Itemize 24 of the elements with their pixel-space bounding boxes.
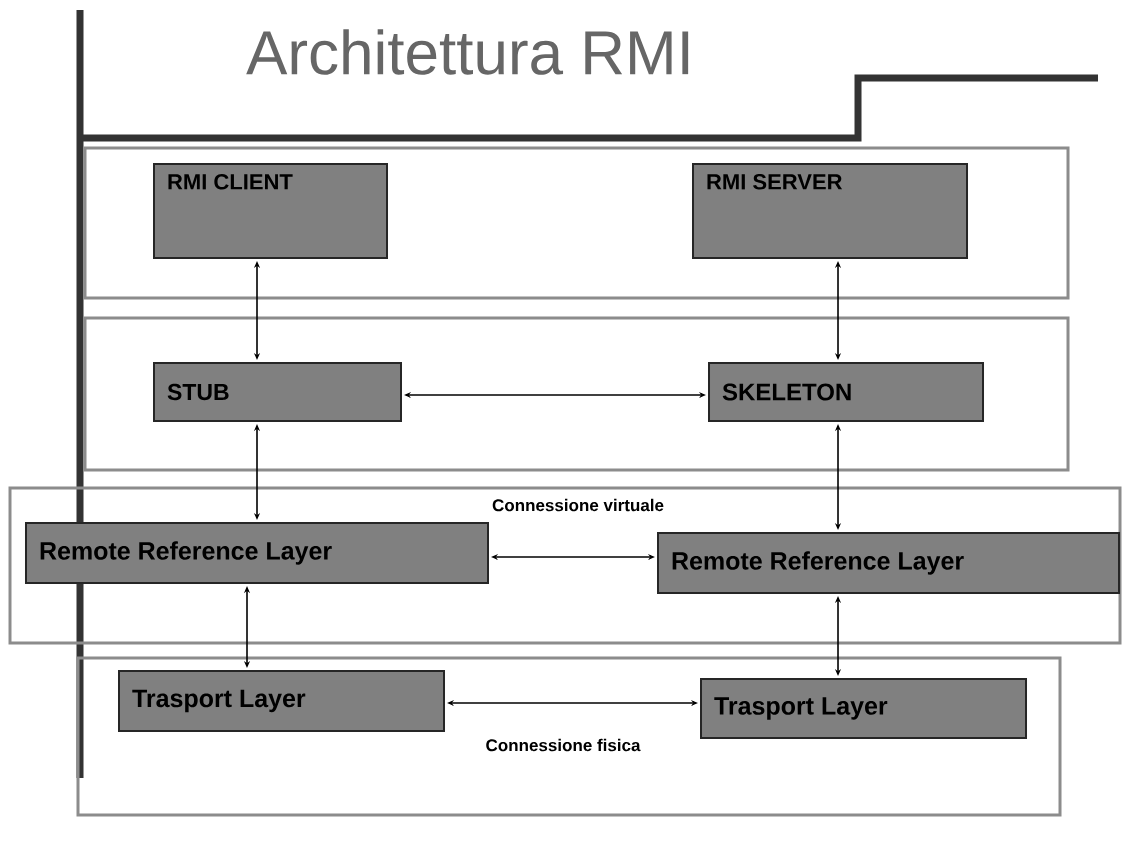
- layer-box: RMI CLIENT: [153, 163, 388, 259]
- arrow: [834, 261, 842, 360]
- layer-box: Trasport Layer: [118, 670, 445, 732]
- arrow: [491, 553, 655, 561]
- arrow: [834, 596, 842, 676]
- arrow: [253, 424, 261, 520]
- arrow: [253, 261, 261, 360]
- layer-box: RMI SERVER: [692, 163, 968, 259]
- band-frame: [8, 486, 1122, 645]
- layer-box: STUB: [153, 362, 402, 422]
- layer-box: Remote Reference Layer: [25, 522, 489, 584]
- arrow: [243, 586, 251, 668]
- band-frame: [83, 316, 1070, 472]
- arrow: [404, 391, 706, 399]
- band-frame: [83, 146, 1070, 300]
- layer-box: SKELETON: [708, 362, 984, 422]
- connection-label: Connessione virtuale: [492, 498, 664, 512]
- arrow: [447, 699, 698, 707]
- connection-label: Connessione fisica: [486, 738, 641, 752]
- arrow: [834, 424, 842, 530]
- band-frame: [76, 656, 1062, 817]
- layer-box: Trasport Layer: [700, 678, 1027, 739]
- layer-box: Remote Reference Layer: [657, 532, 1120, 594]
- title: Architettura RMI: [246, 29, 689, 75]
